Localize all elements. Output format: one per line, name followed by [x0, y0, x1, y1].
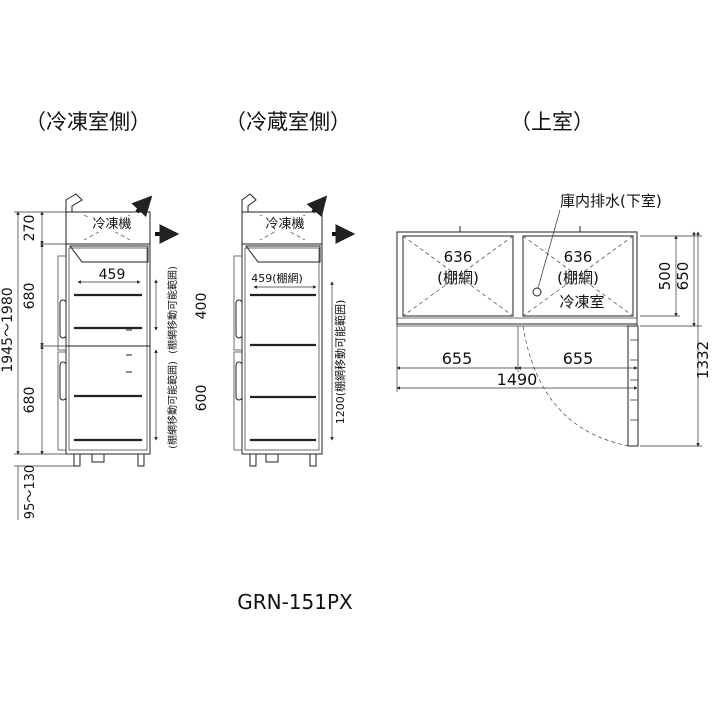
- dim-right-width: 655: [563, 349, 594, 368]
- dim-total-height: 1945～1980: [0, 287, 16, 372]
- dim-upper-range: 400: [194, 293, 210, 320]
- drain-label: 庫内排水(下室): [560, 192, 662, 210]
- left-shelf-width: 636: [444, 248, 473, 266]
- top-plan-view: 庫内排水(下室) 636 (棚網) 636 (棚網) 冷凍室 500 650 1…: [396, 192, 712, 447]
- dim-depth: 650: [674, 262, 692, 291]
- right-shelf-width: 636: [564, 248, 593, 266]
- dim-lower-range: 600: [194, 385, 210, 412]
- heading-top-room: （上室）: [510, 110, 594, 134]
- dim-width: 459: [99, 267, 126, 283]
- left-shelf-note: (棚網): [437, 269, 479, 287]
- dim-lower: 680: [22, 387, 38, 414]
- dim-left-width: 655: [442, 349, 473, 368]
- machine-label-2: 冷凍機: [265, 216, 304, 232]
- dim-inner-depth: 500: [656, 262, 674, 291]
- model-number: GRN-151PX: [237, 590, 353, 614]
- dim-top: 270: [22, 215, 38, 242]
- exhaust-arrow-icon-2: [306, 195, 328, 218]
- machine-label: 冷凍機: [92, 216, 131, 232]
- exhaust-arrow-icon: [131, 195, 153, 218]
- heading-fridge-side: （冷蔵室側）: [225, 110, 351, 134]
- note-lower-range: (棚網移動可能範囲): [166, 361, 179, 449]
- right-shelf-note: (棚網): [557, 269, 599, 287]
- dim-width-2: 459(棚網): [251, 271, 303, 285]
- dim-door-open: 1332: [694, 341, 712, 379]
- dim-range-2: 1200(棚網移動可能範囲): [333, 300, 347, 425]
- dim-upper: 680: [22, 283, 38, 310]
- dim-feet: 95～130: [23, 465, 38, 519]
- heading-freezer-side: （冷凍室側）: [25, 110, 151, 134]
- fridge-side-view: 冷凍機 459(棚網) 1200(棚網移動可能範囲): [233, 193, 356, 467]
- freezer-side-view: 冷凍機 459 400 (棚網移動可能範囲) 600 (棚網移動: [0, 193, 210, 520]
- dim-total-width: 1490: [497, 370, 538, 389]
- freezer-label: 冷凍室: [559, 293, 604, 311]
- note-upper-range: (棚網移動可能範囲): [166, 266, 179, 354]
